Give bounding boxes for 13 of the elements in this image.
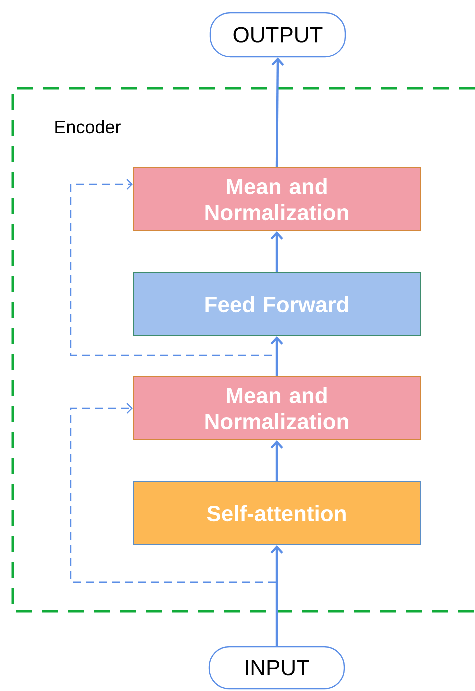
terminal-box: INPUT [208,646,346,690]
arrow [70,179,278,376]
arrow [270,232,284,272]
process-box: Feed Forward [133,272,421,336]
arrow [270,336,284,376]
arrow [70,403,278,646]
arrow [270,440,284,482]
terminal-box: OUTPUT [210,12,346,58]
arrow [272,58,284,168]
arrow [270,546,284,646]
process-box: Mean and Normalization [133,168,421,232]
process-box: Mean and Normalization [133,376,421,440]
process-box: Self-attention [133,482,421,546]
